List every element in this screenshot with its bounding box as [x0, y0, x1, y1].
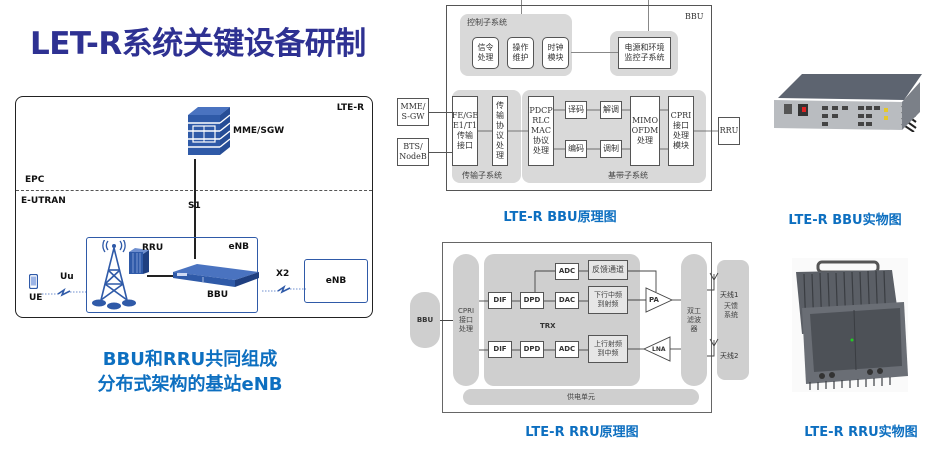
neighbor-enb: eNB — [304, 259, 368, 303]
network-caption-line2: 分布式架构的基站eNB — [97, 374, 283, 395]
rru-photo-caption: LTE-R RRU实物图 — [804, 425, 918, 440]
mme-sgw-label: MME/SGW — [233, 126, 285, 136]
power-unit-label: 供电单元 — [567, 392, 595, 401]
enb-label: eNB — [228, 242, 250, 252]
cpri-unit-label: CPRI 接口 处理 — [457, 306, 475, 333]
power-clock-link — [571, 52, 618, 53]
mme-sgw-icon — [184, 105, 232, 161]
pa-label: PA — [649, 296, 659, 304]
enb-group: eNB — [86, 237, 259, 314]
rx-adc-block: ADC — [555, 341, 579, 358]
ue-label: UE — [29, 293, 43, 303]
rru-box: RRU — [718, 117, 740, 145]
cpri-unit: CPRI 接口 处理 — [453, 254, 479, 386]
epc-label: EPC — [25, 175, 45, 185]
rru-label: RRU — [142, 243, 164, 253]
lna-label: LNA — [652, 346, 666, 353]
duplexer-label: 双工 滤波 器 — [687, 306, 701, 333]
power-monitor-block: 电源和环境 监控子系统 — [618, 37, 671, 69]
transport-interface-block: FE/GE E1/T1 传输 接口 — [452, 96, 478, 166]
lte-r-label: LTE-R — [336, 103, 364, 113]
x2-link — [262, 280, 306, 299]
bbu-external: BBU — [410, 292, 440, 348]
power-unit: 供电单元 — [463, 389, 699, 405]
rru-block-diagram: BBU CPRI 接口 处理 TRX ADC 反馈通道 DIF DPD DAC … — [400, 240, 750, 415]
uu-label: Uu — [60, 272, 74, 282]
antenna2-icon — [709, 338, 719, 347]
tx-dac-block: DAC — [555, 292, 579, 309]
rx-dif-block: DIF — [488, 341, 512, 358]
eutran-label: E-UTRAN — [21, 196, 66, 206]
antenna-system-label: 天馈 系统 — [724, 302, 738, 319]
antenna-system — [717, 260, 749, 380]
uu-radio-link — [42, 283, 86, 302]
signaling-block: 信令 处理 — [472, 37, 499, 69]
rru-frame — [442, 242, 712, 413]
bbu-photo-caption: LTE-R BBU实物图 — [788, 213, 902, 228]
bbu-photo — [762, 72, 922, 136]
demod-block: 解调 — [600, 101, 622, 119]
rru-connectors — [479, 270, 719, 362]
ue-phone-icon — [28, 273, 39, 293]
cpri-block: CPRI 接口 处理 模块 — [668, 96, 694, 166]
network-caption-line1: BBU和RRU共同组成 — [102, 349, 278, 370]
rru-photo — [792, 258, 908, 396]
tx-dpd-block: DPD — [520, 292, 544, 309]
transport-protocol-block: 传 输 协 议 处 理 — [492, 96, 508, 166]
mme-sgw-box: MME/ S-GW — [397, 98, 429, 126]
mme-link — [429, 112, 452, 113]
tx-dif-block: DIF — [488, 292, 512, 309]
lna-amplifier — [642, 336, 671, 362]
rx-downconvert-block: 上行射频 到中频 — [588, 335, 628, 363]
bbu-external-label: BBU — [416, 315, 434, 324]
antenna1-icon — [709, 272, 719, 281]
rru-diagram-caption: LTE-R RRU原理图 — [525, 425, 639, 440]
x2-label: X2 — [276, 269, 290, 279]
fb-adc-block: ADC — [555, 263, 579, 280]
pa-amplifier — [645, 287, 674, 313]
clock-block: 时钟 模块 — [542, 37, 569, 69]
tower-icon — [89, 238, 139, 314]
bbu-label: BBU — [207, 290, 229, 300]
network-diagram: LTE-R EPC E-UTRAN S1 MME/SGW eNB — [15, 96, 373, 318]
decode-block: 译码 — [565, 101, 587, 119]
control-subsystem-label: 控制子系统 — [467, 18, 507, 27]
protocol-stack-block: PDCP RLC MAC 协议 处理 — [528, 96, 554, 166]
bbu-diagram-caption: LTE-R BBU原理图 — [503, 210, 617, 225]
bts-nodeb-box: BTS/ NodeB — [397, 138, 429, 166]
neighbor-enb-label: eNB — [325, 276, 347, 286]
antenna1-label: 天线1 — [720, 291, 739, 299]
bbu-block-diagram: BBU 控制子系统 信令 处理 操作 维护 时钟 模块 电源和环境 监控子系统 … — [397, 0, 740, 192]
page-title: LET-R系统关键设备研制 — [30, 26, 366, 62]
oam-block: 操作 维护 — [507, 37, 534, 69]
bbu-connectors — [478, 109, 718, 150]
bbu-cpri-link — [440, 320, 453, 321]
s1-link — [194, 159, 196, 259]
bbu-frame-label: BBU — [685, 12, 704, 21]
antenna2-label: 天线2 — [720, 352, 739, 360]
tx-upconvert-block: 下行中频 到射频 — [588, 286, 628, 314]
trx-label: TRX — [540, 322, 556, 330]
rru-icon — [127, 248, 149, 280]
power-link — [648, 0, 649, 34]
rx-dpd-block: DPD — [520, 341, 544, 358]
bbu-frame — [446, 5, 712, 191]
transport-subsystem-label: 传输子系统 — [462, 171, 502, 180]
rru-bbu-link — [147, 275, 191, 277]
baseband-subsystem-label: 基带子系统 — [608, 171, 648, 180]
bts-link — [429, 152, 452, 153]
mod-block: 调制 — [600, 140, 622, 158]
mimo-ofdm-block: MIMO OFDM 处理 — [630, 96, 660, 166]
feedback-channel-block: 反馈通道 — [588, 260, 628, 280]
bbu-icon — [173, 262, 259, 292]
encode-block: 编码 — [565, 140, 587, 158]
duplexer-unit: 双工 滤波 器 — [681, 254, 707, 386]
s1-label: S1 — [188, 201, 201, 211]
